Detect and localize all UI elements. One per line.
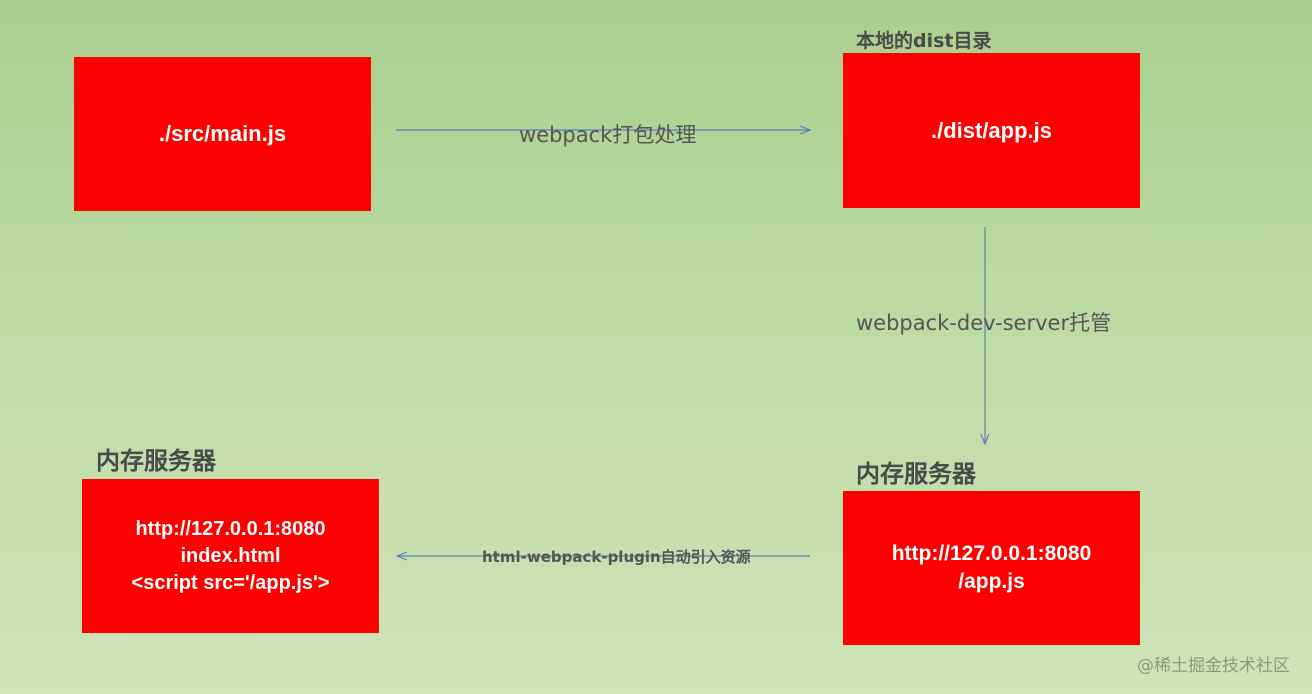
dist-app-label: ./dist/app.js <box>930 117 1053 143</box>
serve-edge-label: webpack-dev-server托管 <box>856 311 1112 335</box>
mem-server-app-line-2: /app.js <box>958 570 1025 593</box>
inject-edge-label: html-webpack-plugin自动引入资源 <box>482 548 751 566</box>
dist-app-box: ./dist/app.js <box>843 53 1140 208</box>
src-main-label: ./src/main.js <box>158 121 287 147</box>
dist-caption: 本地的dist目录 <box>856 30 992 52</box>
mem-server-index-line-3: <script src='/app.js'> <box>131 571 330 594</box>
mem-server-index-line-2: index.html <box>180 544 281 567</box>
mem-server-index-box: http://127.0.0.1:8080 index.html <script… <box>82 479 379 633</box>
mem-server-index-line-1: http://127.0.0.1:8080 <box>135 517 326 540</box>
src-main-box: ./src/main.js <box>74 57 371 211</box>
mem-server-app-line-1: http://127.0.0.1:8080 <box>891 541 1092 565</box>
bundle-edge-label: webpack打包处理 <box>519 123 697 147</box>
mem-server-app-box: http://127.0.0.1:8080 /app.js <box>843 491 1140 645</box>
mem-server-index-caption: 内存服务器 <box>96 447 216 475</box>
watermark: @稀土掘金技术社区 <box>1137 656 1290 676</box>
mem-server-app-caption: 内存服务器 <box>856 460 976 488</box>
